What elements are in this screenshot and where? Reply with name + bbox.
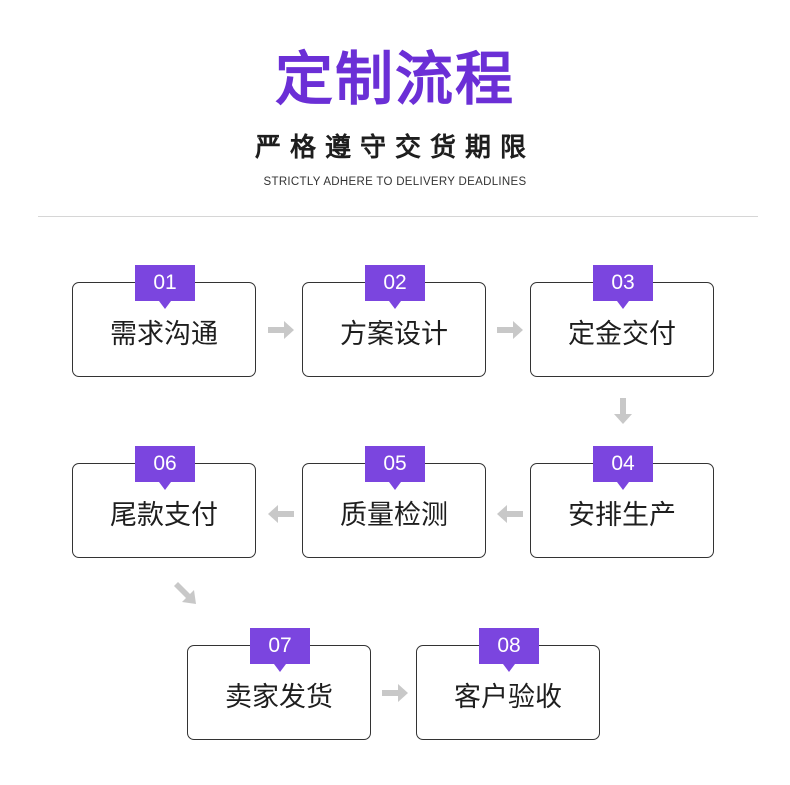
step-number-badge: 03 bbox=[593, 265, 653, 309]
step-label: 质量检测 bbox=[340, 500, 448, 531]
page-subtitle-english: STRICTLY ADHERE TO DELIVERY DEADLINES bbox=[263, 176, 527, 188]
arrow-down-right-icon bbox=[169, 577, 203, 611]
step-04: 04 安排生产 bbox=[530, 446, 714, 558]
step-number-badge: 02 bbox=[365, 265, 425, 309]
page-subtitle: 严格遵守交货期限 bbox=[254, 133, 535, 163]
arrow-left-icon bbox=[493, 497, 527, 531]
header-divider bbox=[38, 216, 758, 217]
step-08: 08 客户验收 bbox=[416, 628, 600, 740]
step-01: 01 需求沟通 bbox=[72, 265, 256, 377]
step-07: 07 卖家发货 bbox=[187, 628, 371, 740]
step-label: 需求沟通 bbox=[110, 319, 218, 350]
step-03: 03 定金交付 bbox=[530, 265, 714, 377]
step-02: 02 方案设计 bbox=[302, 265, 486, 377]
step-label: 方案设计 bbox=[340, 319, 448, 350]
arrow-right-icon bbox=[378, 676, 412, 710]
step-label: 卖家发货 bbox=[225, 682, 333, 713]
step-05: 05 质量检测 bbox=[302, 446, 486, 558]
step-number-badge: 07 bbox=[250, 628, 310, 672]
step-label: 尾款支付 bbox=[110, 500, 218, 531]
arrow-left-icon bbox=[264, 497, 298, 531]
step-label: 安排生产 bbox=[568, 500, 676, 531]
step-06: 06 尾款支付 bbox=[72, 446, 256, 558]
arrow-down-icon bbox=[606, 394, 640, 428]
page-title: 定制流程 bbox=[274, 45, 515, 113]
step-number-badge: 05 bbox=[365, 446, 425, 490]
step-number-badge: 04 bbox=[593, 446, 653, 490]
step-label: 客户验收 bbox=[454, 682, 562, 713]
step-label: 定金交付 bbox=[568, 319, 676, 350]
arrow-right-icon bbox=[264, 313, 298, 347]
step-number-badge: 08 bbox=[479, 628, 539, 672]
step-number-badge: 01 bbox=[135, 265, 195, 309]
arrow-right-icon bbox=[493, 313, 527, 347]
step-number-badge: 06 bbox=[135, 446, 195, 490]
